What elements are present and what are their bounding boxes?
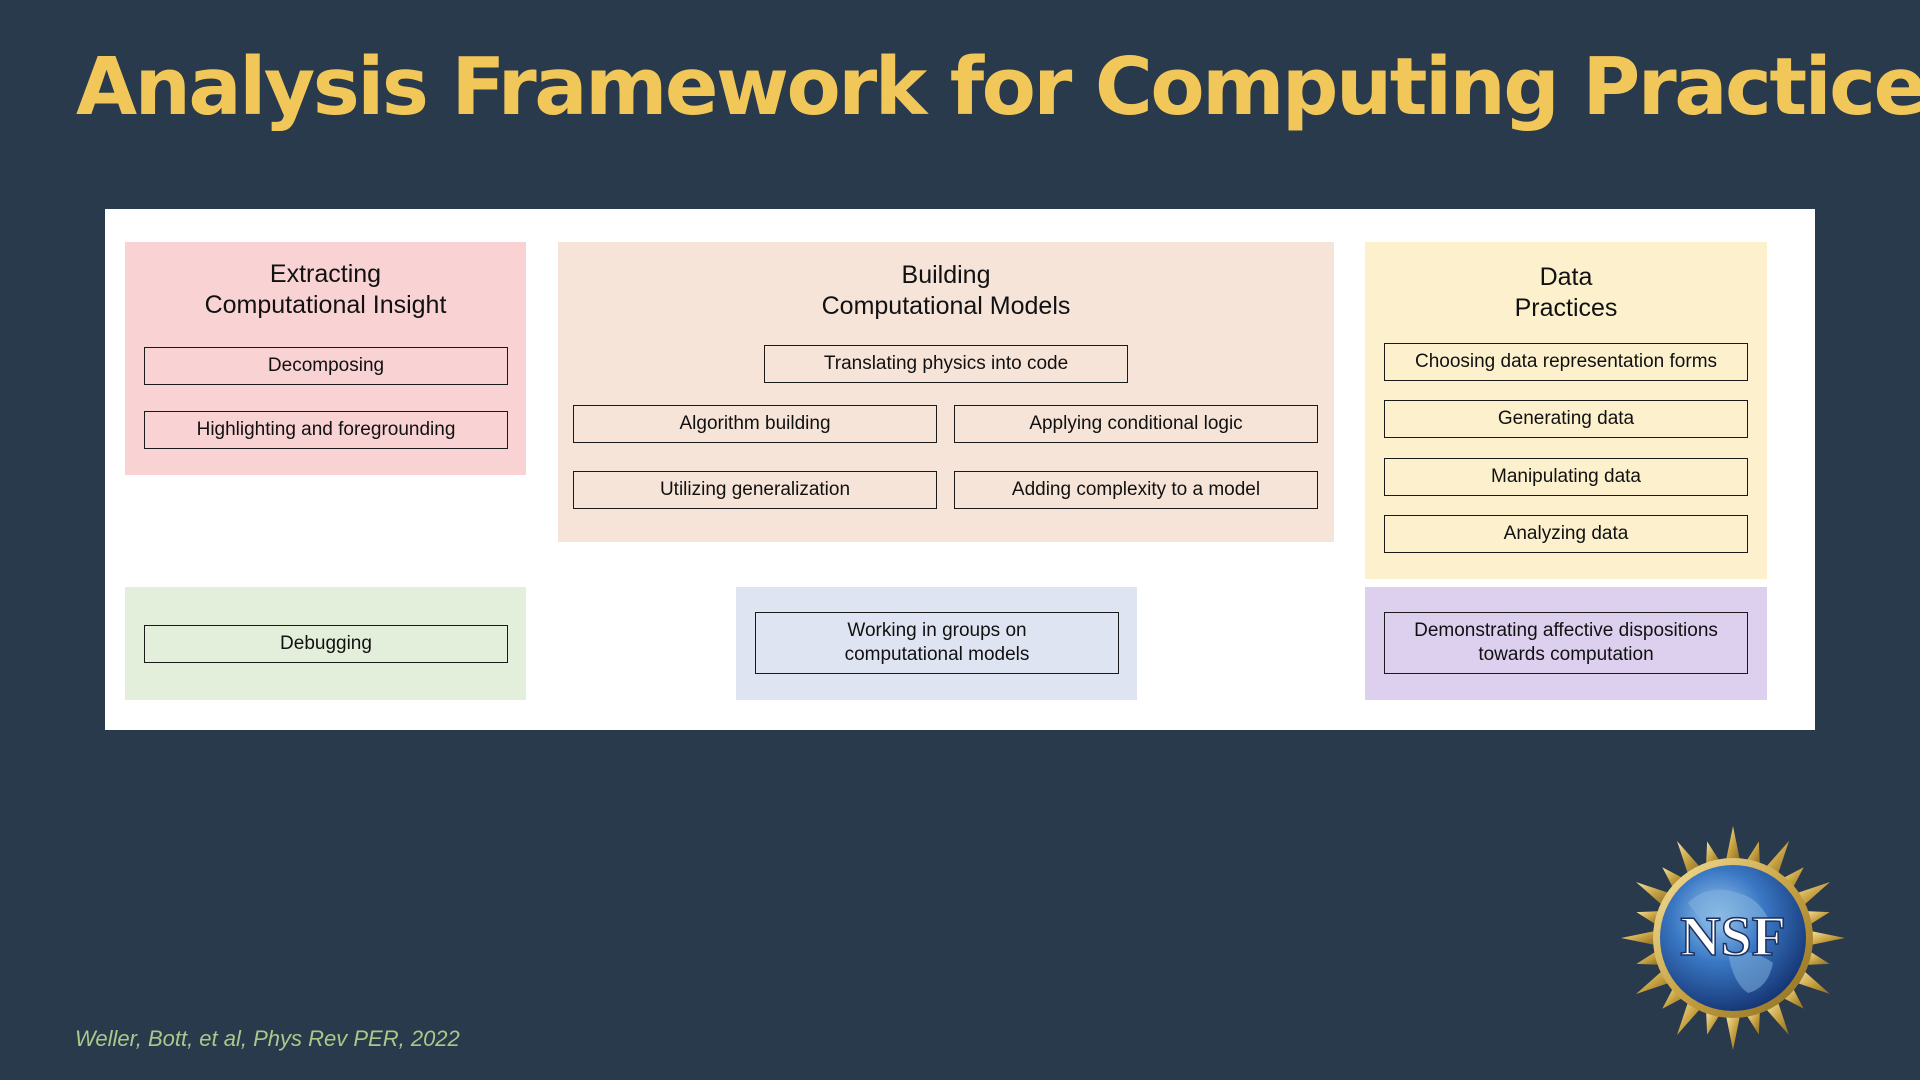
sunburst-ray	[1746, 841, 1760, 865]
sunburst-ray	[1725, 826, 1741, 861]
sunburst-ray	[1706, 841, 1720, 865]
citation: Weller, Bott, et al, Phys Rev PER, 2022	[75, 1026, 460, 1051]
sunburst-ray	[1725, 1015, 1741, 1050]
practice-conditional-logic: Applying conditional logic	[954, 405, 1318, 443]
sunburst-ray	[1636, 970, 1670, 994]
practice-decomposing: Decomposing	[144, 347, 508, 385]
practice-adding-complexity: Adding complexity to a model	[954, 471, 1318, 509]
sunburst-ray	[1706, 1011, 1720, 1035]
sunburst-ray	[1765, 841, 1789, 875]
group-title-line: Building	[901, 261, 991, 289]
nsf-logo-text: NSF	[1680, 906, 1786, 968]
sunburst-ray	[1765, 1001, 1789, 1035]
group-data-practices: Data Practices Choosing data representat…	[1365, 242, 1767, 579]
practice-line: Working in groups on	[847, 620, 1027, 641]
practice-manipulating-data: Manipulating data	[1384, 458, 1748, 496]
globe-landmass	[1688, 889, 1768, 927]
practice-line: computational models	[844, 644, 1030, 665]
group-title-line: Data	[1539, 263, 1593, 291]
sunburst-ray	[1746, 1011, 1760, 1035]
framework-diagram: Extracting Computational Insight Decompo…	[105, 209, 1815, 730]
practice-working-in-groups: Working in groups on computational model…	[755, 612, 1119, 674]
sunburst-ray	[1636, 911, 1660, 925]
group-building-models: Building Computational Models Translatin…	[558, 242, 1334, 542]
practice-translating-physics: Translating physics into code	[764, 345, 1128, 383]
practice-highlighting: Highlighting and foregrounding	[144, 411, 508, 449]
sunburst-ray	[1636, 951, 1660, 965]
slide-title: Analysis Framework for Computing Practic…	[76, 41, 1920, 133]
group-title-line: Practices	[1514, 294, 1618, 322]
practice-algorithm-building: Algorithm building	[573, 405, 937, 443]
practice-generalization: Utilizing generalization	[573, 471, 937, 509]
group-title-data-practices: Data Practices	[1365, 262, 1767, 324]
nsf-logo: NSF	[1621, 826, 1845, 1050]
group-title-extracting-insight: Extracting Computational Insight	[125, 259, 526, 321]
globe-landmass	[1728, 951, 1773, 993]
group-title-line: Computational Models	[821, 292, 1071, 320]
sunburst-ray	[1677, 841, 1701, 875]
group-title-building-models: Building Computational Models	[558, 260, 1334, 322]
practice-data-representation: Choosing data representation forms	[1384, 343, 1748, 381]
practice-affective-dispositions: Demonstrating affective dispositions tow…	[1384, 612, 1748, 674]
group-extracting-insight: Extracting Computational Insight Decompo…	[125, 242, 526, 475]
sunburst-ray	[1796, 882, 1830, 906]
group-working-in-groups: Working in groups on computational model…	[736, 587, 1137, 700]
group-title-line: Extracting	[269, 260, 382, 288]
sunburst-ray	[1806, 911, 1830, 925]
group-title-line: Computational Insight	[204, 291, 447, 319]
sunburst-ray	[1621, 930, 1656, 946]
practice-analyzing-data: Analyzing data	[1384, 515, 1748, 553]
sunburst-ray	[1810, 930, 1845, 946]
sunburst-ray	[1636, 882, 1670, 906]
practice-line: Demonstrating affective dispositions	[1414, 620, 1718, 641]
sunburst-ray	[1677, 1001, 1701, 1035]
group-affective-dispositions: Demonstrating affective dispositions tow…	[1365, 587, 1767, 700]
practice-line: towards computation	[1478, 644, 1654, 665]
sunburst-ray	[1796, 970, 1830, 994]
group-debugging: Debugging	[125, 587, 526, 700]
sunburst-ray	[1806, 951, 1830, 965]
practice-generating-data: Generating data	[1384, 400, 1748, 438]
practice-debugging: Debugging	[144, 625, 508, 663]
